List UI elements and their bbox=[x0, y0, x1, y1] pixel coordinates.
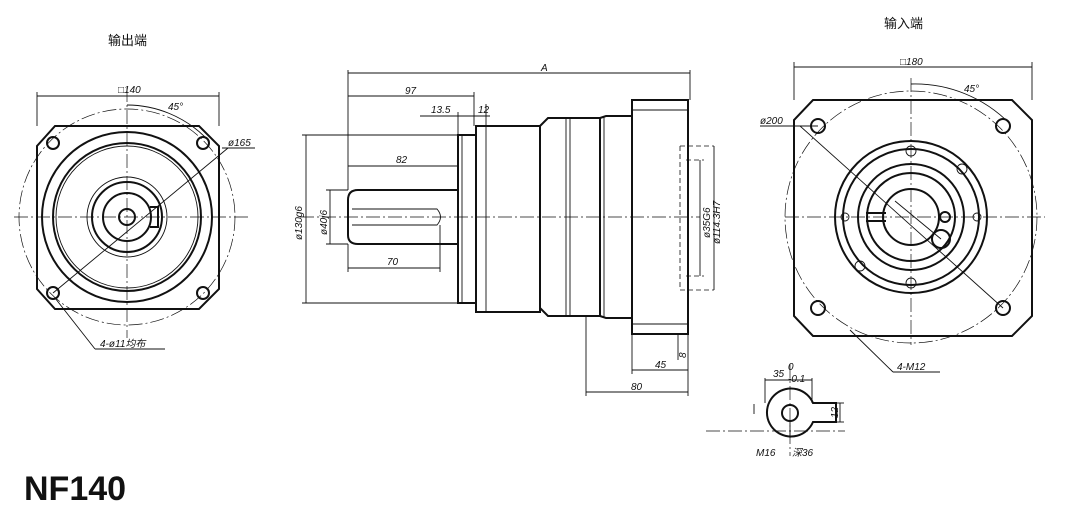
input-pcd-circle bbox=[784, 90, 1038, 344]
input-ring-bolt-3 bbox=[956, 163, 968, 175]
side-input-flange bbox=[631, 99, 689, 335]
side-dim-45: 45 bbox=[655, 360, 667, 371]
input-ring-4 bbox=[866, 172, 956, 262]
output-shaft-outer bbox=[91, 181, 163, 253]
output-ring-3 bbox=[55, 145, 199, 289]
output-angle-arc bbox=[126, 104, 206, 138]
side-dim-35: ø35G6 bbox=[702, 207, 713, 238]
output-pcd-circle bbox=[18, 108, 236, 326]
section-tol-upper: 0 bbox=[788, 362, 794, 373]
section-thread: M16 bbox=[756, 448, 776, 459]
section-shaft-outline bbox=[766, 387, 837, 438]
input-small-hole bbox=[939, 211, 951, 223]
input-clamp-hole bbox=[931, 229, 951, 249]
output-shaft-mid bbox=[102, 192, 152, 242]
side-view: A 97 13.5 12 82 70 ø130g6 ø40j6 ø35G6 ø1… bbox=[294, 63, 723, 396]
side-dim-a: A bbox=[540, 63, 548, 74]
section-key-width: 35 bbox=[773, 369, 785, 380]
side-dim-82: 82 bbox=[396, 155, 408, 166]
output-bolt-hole-tr bbox=[196, 136, 210, 150]
side-body-2 bbox=[539, 117, 601, 317]
output-outer-ring bbox=[41, 131, 213, 303]
side-output-shaft bbox=[347, 189, 458, 245]
output-diagonal bbox=[52, 147, 229, 294]
output-bolt-hole-bl bbox=[46, 286, 60, 300]
input-end-label: 输入端 bbox=[884, 16, 923, 32]
input-holes-leader bbox=[849, 329, 894, 373]
output-angle-label: 45° bbox=[168, 102, 183, 113]
input-square-dim: □180 bbox=[900, 57, 923, 68]
input-angle-label: 45° bbox=[964, 84, 979, 95]
output-ring-2 bbox=[52, 142, 202, 292]
input-ring-bolt-4 bbox=[854, 260, 866, 272]
input-bolt-hole-tr bbox=[995, 118, 1011, 134]
section-depth: 深36 bbox=[792, 447, 814, 459]
output-square-flange bbox=[36, 125, 220, 310]
input-ring-2 bbox=[842, 148, 980, 286]
model-label: NF140 bbox=[24, 470, 126, 508]
input-bolt-hole-bl bbox=[810, 300, 826, 316]
side-dim-70: 70 bbox=[387, 257, 399, 268]
output-holes-leader bbox=[54, 297, 96, 350]
input-angle-arc bbox=[910, 83, 1011, 125]
input-end-view: 输入端 ø200 bbox=[760, 16, 1045, 373]
side-dim-40: ø40j6 bbox=[319, 210, 330, 235]
side-dim-12: 12 bbox=[478, 105, 490, 116]
input-ring-1 bbox=[834, 140, 988, 294]
input-diagonal bbox=[799, 125, 1004, 309]
input-square-flange bbox=[793, 99, 1033, 337]
input-ring-3 bbox=[857, 163, 965, 271]
output-keyway bbox=[150, 206, 159, 228]
output-end-label: 输出端 bbox=[108, 33, 147, 49]
output-end-view: 输出端 □140 45° ø165 bbox=[14, 33, 255, 350]
input-ring-bolt-2 bbox=[905, 277, 917, 289]
input-key-slot bbox=[866, 212, 886, 222]
input-holes-dim: 4-M12 bbox=[897, 362, 926, 373]
input-ring-bolt-1 bbox=[905, 145, 917, 157]
side-dim-97: 97 bbox=[405, 86, 417, 97]
output-bolt-hole-br bbox=[196, 286, 210, 300]
input-ring-bolt-5 bbox=[840, 212, 850, 222]
side-output-flange bbox=[457, 134, 477, 304]
input-bolt-hole-br bbox=[995, 300, 1011, 316]
output-holes-dim: 4-ø11均布 bbox=[100, 338, 147, 350]
output-bolt-hole-tl bbox=[46, 136, 60, 150]
input-clamp-line bbox=[894, 200, 942, 240]
output-square-dim: □140 bbox=[118, 85, 141, 96]
output-ring-4 bbox=[86, 176, 168, 258]
shaft-section-view: 35 0 -0.1 12 M16 深36 bbox=[706, 362, 845, 459]
side-dim-80: 80 bbox=[631, 382, 643, 393]
side-shaft-keyway bbox=[352, 208, 441, 226]
section-tol-lower: -0.1 bbox=[788, 374, 805, 385]
side-dim-130: ø130g6 bbox=[294, 206, 305, 240]
side-dim-114: ø114.3H7 bbox=[712, 200, 723, 244]
side-dim-13-5: 13.5 bbox=[431, 105, 451, 116]
section-key-height: 12 bbox=[830, 406, 841, 418]
input-ring-bolt-6 bbox=[972, 212, 982, 222]
input-pcd-dim: ø200 bbox=[760, 116, 783, 127]
output-pcd-dim: ø165 bbox=[228, 138, 251, 149]
output-shaft-center bbox=[118, 208, 136, 226]
side-body-1 bbox=[475, 125, 541, 313]
side-dim-8: 8 bbox=[678, 352, 689, 358]
